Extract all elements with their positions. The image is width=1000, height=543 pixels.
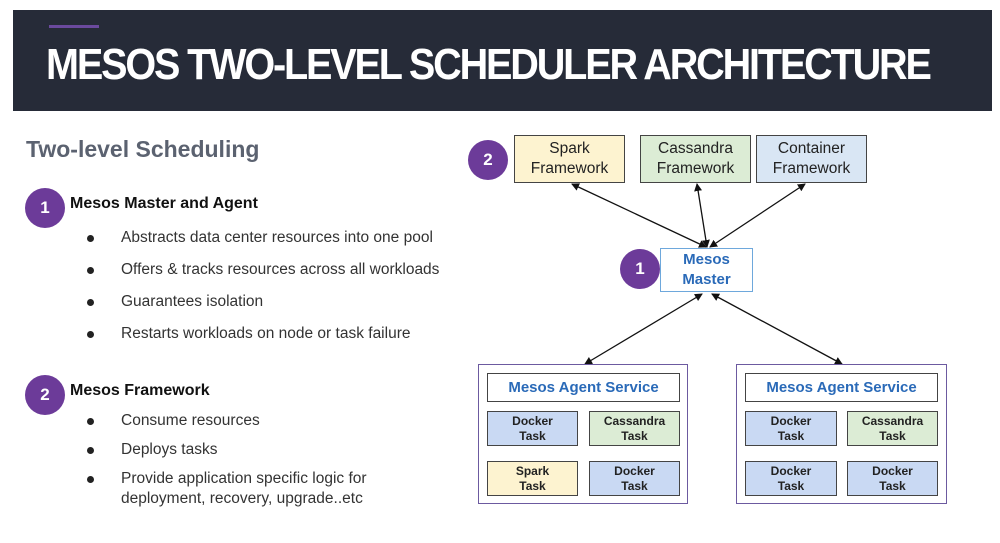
task-label: Cassandra [861,413,924,428]
step-badge-2: 2 [25,375,65,415]
box-label: Mesos [683,251,730,268]
agent-service-title: Mesos Agent Service [487,373,680,402]
task-label: Task [879,428,906,443]
bullet-item: Restarts workloads on node or task failu… [85,324,439,344]
title-banner: MESOS TWO-LEVEL SCHEDULER ARCHITECTURE [13,10,992,111]
bullet-item: Consume resources [85,411,367,431]
step-badge-1: 1 [25,188,65,228]
task-label: Task [879,478,906,493]
page-title: MESOS TWO-LEVEL SCHEDULER ARCHITECTURE [46,40,932,89]
bullet-item: Provide application specific logic for [85,469,367,489]
master-badge: 1 [620,249,660,289]
bullet-list-framework: Consume resources Deploys tasks Provide … [85,411,367,509]
bullet-list-master-agent: Abstracts data center resources into one… [85,228,439,344]
task-label: Cassandra [603,413,666,428]
task-label: Task [621,478,648,493]
task-label: Docker [770,463,812,478]
task-label: Docker [614,463,655,478]
arrow-master-agent2 [711,293,843,365]
bullet-item: Abstracts data center resources into one… [85,228,439,248]
box-label: Cassandra [658,140,733,157]
task-label: Task [777,478,805,493]
arrow-master-agent1 [584,293,703,365]
task-label: Docker [872,463,913,478]
item-title-framework: Mesos Framework [70,382,210,399]
arrow-spark-master [571,183,707,248]
agent-service-title: Mesos Agent Service [745,373,938,402]
task-label: Task [519,478,546,493]
box-label: Spark [549,140,590,157]
bullet-item: Offers & tracks resources across all wor… [85,260,439,280]
task-label: Task [519,428,546,443]
box-label: Master [682,271,731,288]
task-label: Docker [512,413,553,428]
bullet-item: Deploys tasks [85,440,367,460]
bullet-item-continuation: deployment, recovery, upgrade..etc [121,490,363,507]
framework-badge: 2 [468,140,508,180]
section-title: Two-level Scheduling [26,136,260,162]
arrow-container-master [709,183,806,248]
task-label: Task [777,428,805,443]
box-label: Framework [772,160,851,177]
item-title-master-agent: Mesos Master and Agent [70,195,258,212]
box-label: Framework [530,160,609,177]
task-label: Task [621,428,648,443]
task-label: Spark [515,463,550,478]
task-label: Docker [770,413,812,428]
arrow-cassandra-master [694,183,710,248]
box-label: Container [777,140,846,157]
title-accent-line [49,25,99,28]
bullet-item: Guarantees isolation [85,292,439,312]
box-label: Framework [656,160,735,177]
